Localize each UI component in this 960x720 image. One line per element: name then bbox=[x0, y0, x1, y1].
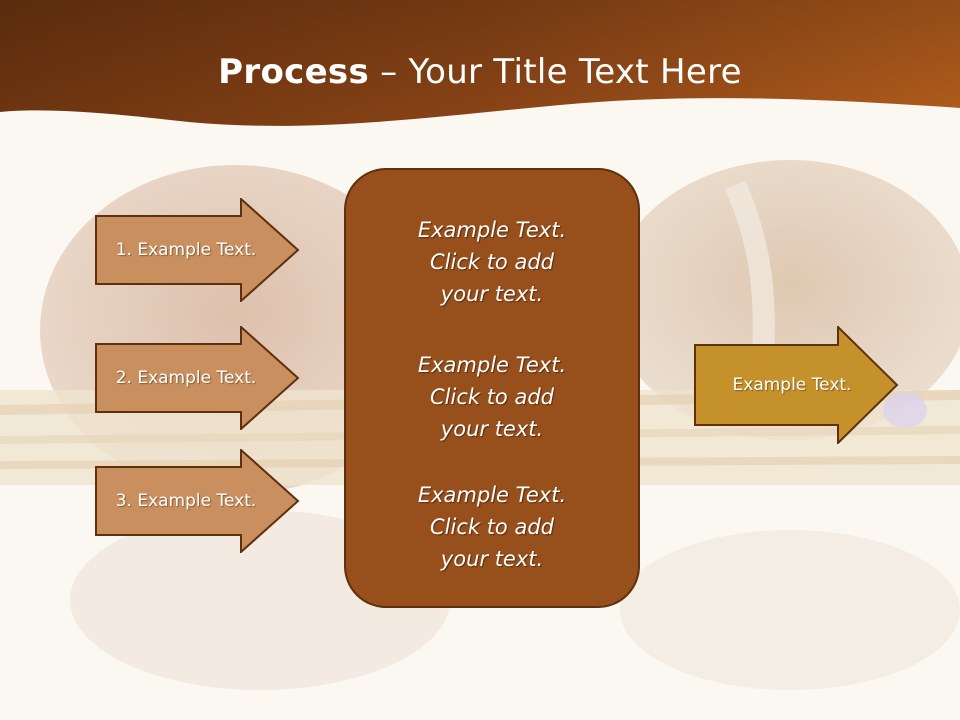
output-arrow-label: Example Text. bbox=[732, 375, 852, 395]
title-bold: Process bbox=[218, 52, 370, 92]
title-text: Your Title Text Here bbox=[408, 52, 742, 92]
process-text-line: your text. bbox=[440, 547, 544, 571]
title-band: Process – Your Title Text Here bbox=[0, 0, 960, 160]
process-text-line: your text. bbox=[440, 282, 544, 306]
process-text-block-1[interactable]: Example Text. Click to add your text. bbox=[346, 214, 638, 310]
process-text-line: your text. bbox=[440, 417, 544, 441]
process-text-line: Click to add bbox=[429, 385, 554, 409]
input-arrow-label: 2. Example Text. bbox=[115, 368, 257, 388]
process-text-block-2[interactable]: Example Text. Click to add your text. bbox=[346, 349, 638, 445]
process-box[interactable]: Example Text. Click to add your text. Ex… bbox=[344, 168, 640, 608]
process-text-line: Example Text. bbox=[417, 353, 567, 377]
input-arrow-label: 3. Example Text. bbox=[115, 491, 257, 511]
process-text-line: Click to add bbox=[429, 250, 554, 274]
input-arrow-2[interactable]: 2. Example Text. bbox=[95, 326, 301, 430]
output-arrow[interactable]: Example Text. bbox=[694, 326, 900, 444]
input-arrow-3[interactable]: 3. Example Text. bbox=[95, 449, 301, 553]
input-arrow-1[interactable]: 1. Example Text. bbox=[95, 198, 301, 302]
title-separator: – bbox=[380, 52, 398, 92]
slide-title[interactable]: Process – Your Title Text Here bbox=[0, 52, 960, 92]
process-text-line: Example Text. bbox=[417, 483, 567, 507]
input-arrow-label: 1. Example Text. bbox=[115, 240, 257, 260]
process-text-line: Click to add bbox=[429, 515, 554, 539]
process-text-block-3[interactable]: Example Text. Click to add your text. bbox=[346, 479, 638, 575]
process-text-line: Example Text. bbox=[417, 218, 567, 242]
